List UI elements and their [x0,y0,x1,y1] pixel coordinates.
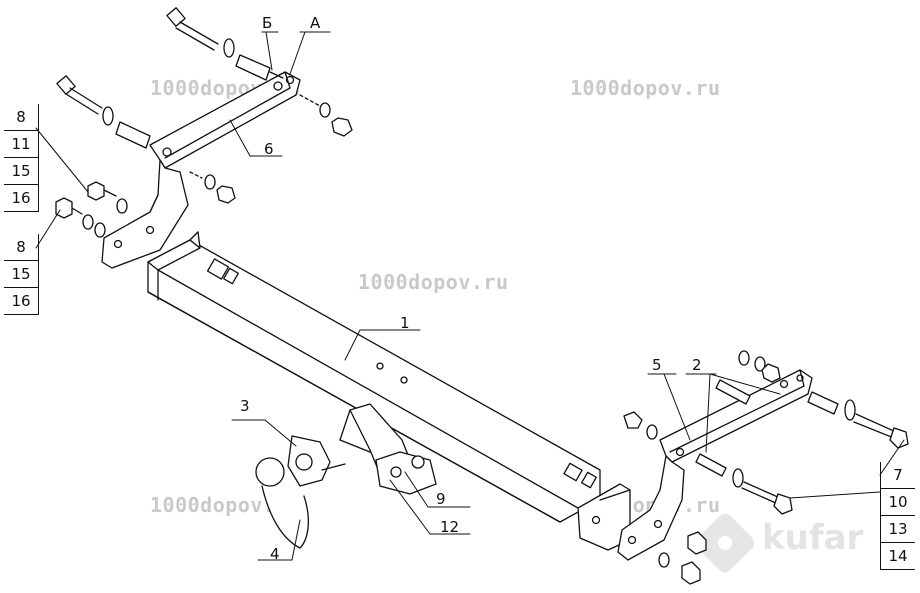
right-bolts [623,350,909,585]
watermark: 1000dopov.ru [358,270,509,294]
callout-stack-right: 7 10 13 14 [880,462,915,570]
label-part-3: 3 [240,397,250,415]
left-bracket [101,71,301,269]
callout-number: 10 [881,489,915,516]
label-part-9: 9 [436,490,446,508]
callout-number: 14 [881,543,915,570]
callout-number: 8 [4,104,38,131]
right-bracket [617,369,813,561]
callout-number: 15 [4,261,38,288]
left-lower-bolt [56,75,151,149]
main-beam [147,231,631,551]
kufar-logo-text: kufar [762,518,864,558]
label-a: А [310,14,321,32]
label-part-6: 6 [264,140,274,158]
label-part-2: 2 [692,356,702,374]
callout-stack-top-left: 8 11 15 16 [4,104,39,212]
leader-lines [35,31,905,561]
callout-number: 13 [881,516,915,543]
left-bracket-nuts [189,94,353,204]
kufar-logo-icon [695,513,755,573]
callout-stack-mid-left: 8 15 16 [4,234,39,315]
label-part-4: 4 [270,545,280,563]
callout-number: 16 [4,288,38,315]
left-upper-bolt [166,7,284,81]
watermark: 1000dopov.ru [570,76,721,100]
label-part-12: 12 [440,518,460,536]
callout-number: 8 [4,234,38,261]
left-small-bolts [55,181,128,238]
callout-number: 11 [4,131,38,158]
callout-number: 15 [4,158,38,185]
tow-ball [255,435,346,549]
label-part-1: 1 [400,314,410,332]
label-b: Б [262,14,273,32]
label-part-5: 5 [652,356,662,374]
callout-number: 7 [881,462,915,489]
callout-number: 16 [4,185,38,212]
